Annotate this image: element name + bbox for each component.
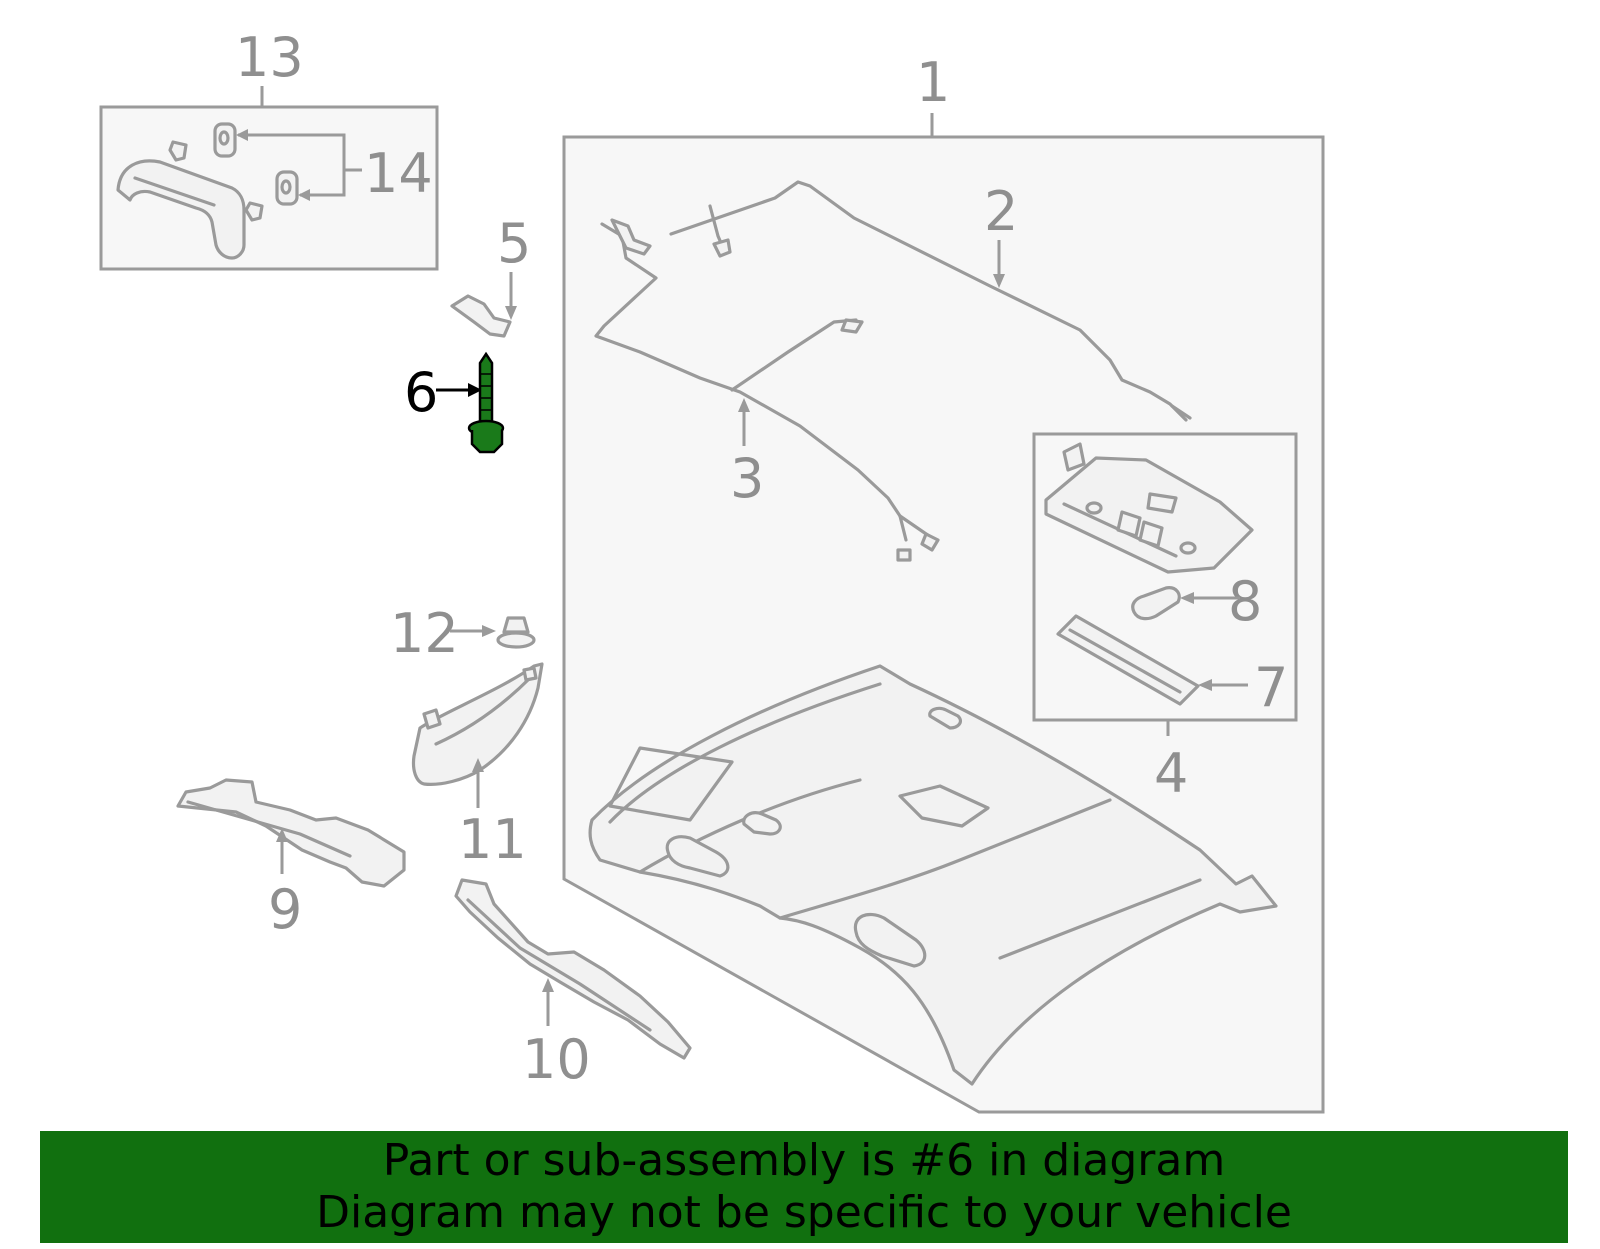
callout-14: 14 xyxy=(364,142,433,205)
callout-8: 8 xyxy=(1228,570,1262,633)
clip-12 xyxy=(496,616,536,649)
callout-10: 10 xyxy=(522,1028,591,1091)
pillar-trim-9 xyxy=(176,778,406,888)
callout-11: 11 xyxy=(458,808,527,871)
wire-harness-3 xyxy=(594,218,940,562)
callout-5: 5 xyxy=(497,212,531,275)
callout-2: 2 xyxy=(984,180,1018,243)
sun-visor-11 xyxy=(411,662,544,786)
wire-harness-2 xyxy=(669,180,1192,422)
bolt-6-highlighted[interactable] xyxy=(467,351,505,454)
headliner-panel xyxy=(588,664,1278,1086)
banner-line-1: Part or sub-assembly is #6 in diagram xyxy=(382,1135,1226,1186)
bulb-8 xyxy=(1131,586,1181,621)
bracket-5 xyxy=(450,294,512,338)
clip-14 xyxy=(213,122,299,206)
info-banner: Part or sub-assembly is #6 in diagram Di… xyxy=(40,1131,1568,1243)
lens-7 xyxy=(1056,614,1200,706)
grab-handle xyxy=(116,140,264,260)
callout-13: 13 xyxy=(235,26,304,89)
callout-12: 12 xyxy=(390,602,459,665)
callout-4: 4 xyxy=(1154,742,1188,805)
pillar-trim-10 xyxy=(454,878,692,1060)
banner-line-2: Diagram may not be specific to your vehi… xyxy=(316,1187,1292,1238)
callout-9: 9 xyxy=(268,878,302,941)
callout-1: 1 xyxy=(916,51,950,114)
dome-lamp-4 xyxy=(1044,442,1254,574)
callout-3: 3 xyxy=(730,447,764,510)
callout-7: 7 xyxy=(1254,656,1288,719)
callout-6[interactable]: 6 xyxy=(404,361,438,424)
